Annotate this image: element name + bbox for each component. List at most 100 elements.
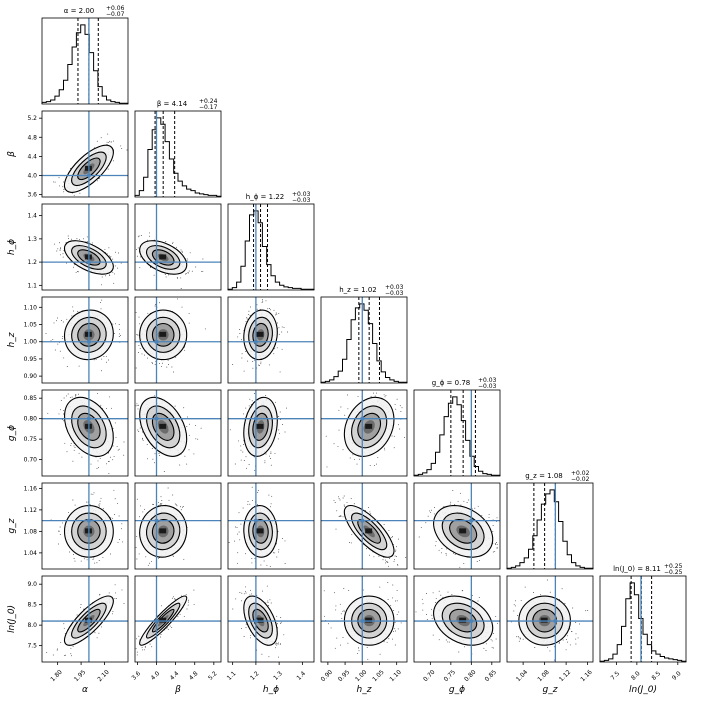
sample-point [149, 562, 151, 564]
sample-point [92, 559, 94, 561]
sample-point [246, 318, 248, 320]
sample-point [243, 593, 245, 595]
sample-point [496, 543, 498, 545]
histogram-gz [506, 489, 594, 569]
sample-point [477, 505, 479, 507]
sample-point [181, 251, 183, 253]
sample-point [160, 605, 162, 607]
sample-point [139, 516, 140, 518]
sample-point [60, 247, 61, 249]
sample-point [335, 528, 337, 530]
sample-point [121, 589, 123, 591]
x-tick-label-alpha: 1.80 [49, 669, 64, 684]
sample-point [63, 627, 65, 629]
sample-point [252, 361, 254, 362]
sample-point [140, 505, 141, 507]
title-sup-beta: +0.24 [199, 98, 218, 105]
sample-point [86, 236, 88, 238]
sample-point [344, 414, 346, 416]
sample-point [137, 429, 139, 431]
sample-point [99, 177, 100, 179]
sample-point [109, 274, 110, 276]
sample-point [167, 487, 169, 489]
sample-point [180, 506, 181, 508]
sample-point [72, 306, 74, 308]
sample-point [237, 336, 239, 338]
sample-point [466, 502, 468, 503]
sample-point [248, 314, 250, 316]
sample-point [242, 413, 244, 415]
sample-point [70, 443, 72, 445]
sample-point [205, 328, 206, 330]
sample-point [65, 654, 66, 656]
truth-point [253, 339, 258, 344]
sample-point [275, 401, 276, 403]
sample-point [249, 314, 251, 316]
sample-point [187, 272, 189, 274]
sample-point [261, 302, 263, 303]
sample-point [187, 599, 189, 601]
sample-point [74, 560, 76, 562]
panel-hz-beta [134, 296, 222, 384]
sample-point [445, 554, 447, 556]
panel-frame [134, 296, 222, 384]
sample-point [388, 565, 389, 567]
sample-point [270, 506, 272, 508]
sample-point [70, 444, 72, 446]
sample-point [404, 437, 405, 439]
truth-point [154, 416, 159, 421]
sample-point [102, 508, 104, 510]
sample-point [238, 531, 240, 533]
panel-gphi-gphi: g_ϕ = 0.78+0.03−0.03 [413, 377, 501, 477]
x-tick-label-hphi: 1.3 [272, 670, 284, 682]
sample-point [283, 327, 285, 329]
sample-point [374, 395, 376, 397]
density-peak [365, 528, 373, 534]
sample-point [59, 534, 61, 535]
sample-point [163, 471, 165, 472]
panel-frame [41, 203, 129, 291]
sample-point [276, 642, 278, 644]
sample-point [100, 308, 102, 310]
sample-point [61, 338, 63, 340]
sample-point [374, 464, 375, 466]
sample-point [253, 456, 255, 458]
sample-point [278, 312, 280, 314]
sample-point [260, 363, 262, 365]
panel-frame [41, 17, 129, 105]
title-sub-alpha: −0.07 [106, 11, 125, 18]
sample-point [108, 461, 109, 462]
sample-point [252, 367, 254, 369]
sample-point [393, 447, 395, 449]
sample-point [172, 241, 174, 243]
sample-point [435, 540, 437, 542]
sample-point [267, 600, 269, 602]
y-tick-label-hz: 1.05 [24, 322, 38, 329]
sample-point [340, 406, 342, 408]
sample-point [62, 420, 64, 422]
sample-point [243, 444, 245, 446]
sample-point [114, 597, 116, 599]
sample-point [81, 456, 83, 458]
sample-point [325, 435, 327, 437]
sample-point [193, 453, 195, 455]
sample-point [284, 540, 286, 542]
sample-point [101, 358, 103, 360]
sample-point [370, 513, 372, 515]
sample-point [357, 395, 359, 397]
sample-point [104, 248, 106, 250]
sample-point [66, 366, 68, 367]
sample-point [112, 613, 114, 615]
sample-point [279, 411, 281, 413]
sample-point [112, 445, 114, 447]
sample-point [77, 311, 79, 312]
sample-point [66, 451, 68, 453]
sample-point [149, 643, 151, 645]
sample-point [353, 503, 355, 505]
x-tick-label-hphi: 1.4 [295, 670, 307, 682]
truth-point [86, 619, 91, 624]
sample-point [420, 526, 422, 528]
sample-point [118, 448, 120, 450]
sample-point [75, 394, 77, 396]
sample-point [157, 557, 159, 559]
